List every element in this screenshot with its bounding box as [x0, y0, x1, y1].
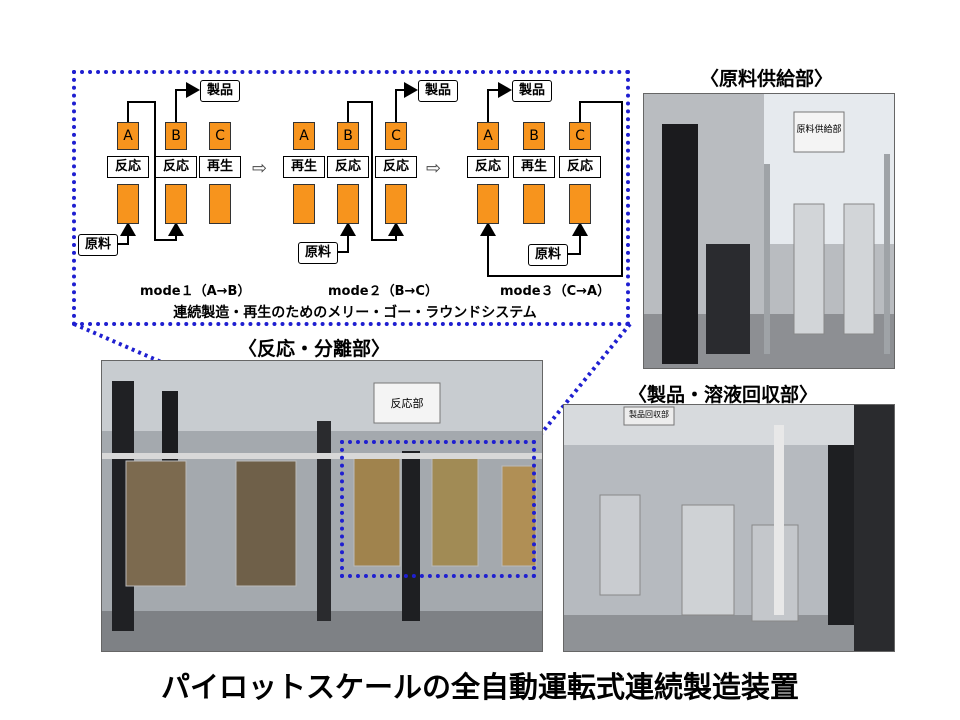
reaction-separation-illustration: [102, 361, 542, 651]
product-recovery-illustration: [564, 405, 894, 651]
column-b-mode2-lower: [337, 184, 359, 224]
column-c-mode3-lower: [569, 184, 591, 224]
column-c-mode2: C: [385, 122, 407, 150]
product-tag-mode2: 製品: [418, 80, 458, 102]
mode-transition-arrow-2: ⇨: [426, 158, 442, 179]
feed-tag-mode1: 原料: [78, 234, 118, 256]
reaction-section-caption: 〈反応・分離部〉: [238, 338, 391, 360]
column-a-mode1-lower: [117, 184, 139, 224]
reaction-separation-photo: 反応部: [101, 360, 543, 652]
product-tag-mode1: 製品: [200, 80, 240, 102]
column-a-mode2-lower: [293, 184, 315, 224]
column-state-b-mode1: 反応: [155, 156, 197, 178]
feed-supply-illustration: [644, 94, 894, 368]
mode-transition-arrow-1: ⇨: [252, 158, 268, 179]
product-recovery-photo: 製品回収部: [563, 404, 895, 652]
column-b-mode3-lower: [523, 184, 545, 224]
column-a-mode3-lower: [477, 184, 499, 224]
reaction-section-sign: 反応部: [390, 397, 424, 410]
feed-supply-sign: 原料供給部: [796, 125, 842, 135]
column-state-c-mode3: 反応: [559, 156, 601, 178]
column-a-mode2: A: [293, 122, 315, 150]
page-title: パイロットスケールの全自動運転式連続製造装置: [160, 670, 799, 704]
diagram-frame: [72, 70, 630, 326]
column-state-b-mode2: 反応: [327, 156, 369, 178]
mode1-label: mode１（A→B）: [140, 284, 251, 299]
column-state-c-mode1: 再生: [199, 156, 241, 178]
zoom-inset-frame: [340, 440, 536, 578]
column-state-b-mode3: 再生: [513, 156, 555, 178]
mode2-label: mode２（B→C）: [328, 284, 438, 299]
diagram-caption: 連続製造・再生のためのメリー・ゴー・ラウンドシステム: [173, 305, 537, 321]
feed-section-caption: 〈原料供給部〉: [700, 68, 834, 90]
feed-tag-mode3: 原料: [528, 244, 568, 266]
product-section-caption: 〈製品・溶液回収部〉: [628, 384, 819, 406]
column-b-mode3: B: [523, 122, 545, 150]
product-tag-mode3: 製品: [512, 80, 552, 102]
feed-supply-photo: 原料供給部: [643, 93, 895, 369]
column-b-mode1-lower: [165, 184, 187, 224]
column-state-a-mode3: 反応: [467, 156, 509, 178]
feed-tag-mode2: 原料: [298, 242, 338, 264]
column-c-mode3: C: [569, 122, 591, 150]
column-c-mode1-lower: [209, 184, 231, 224]
column-b-mode1: B: [165, 122, 187, 150]
column-state-c-mode2: 反応: [375, 156, 417, 178]
column-c-mode1: C: [209, 122, 231, 150]
mode3-label: mode３（C→A）: [500, 284, 611, 299]
column-a-mode3: A: [477, 122, 499, 150]
column-state-a-mode2: 再生: [283, 156, 325, 178]
column-a-mode1: A: [117, 122, 139, 150]
column-state-a-mode1: 反応: [107, 156, 149, 178]
column-b-mode2: B: [337, 122, 359, 150]
product-recovery-sign: 製品回収部: [629, 410, 669, 419]
column-c-mode2-lower: [385, 184, 407, 224]
